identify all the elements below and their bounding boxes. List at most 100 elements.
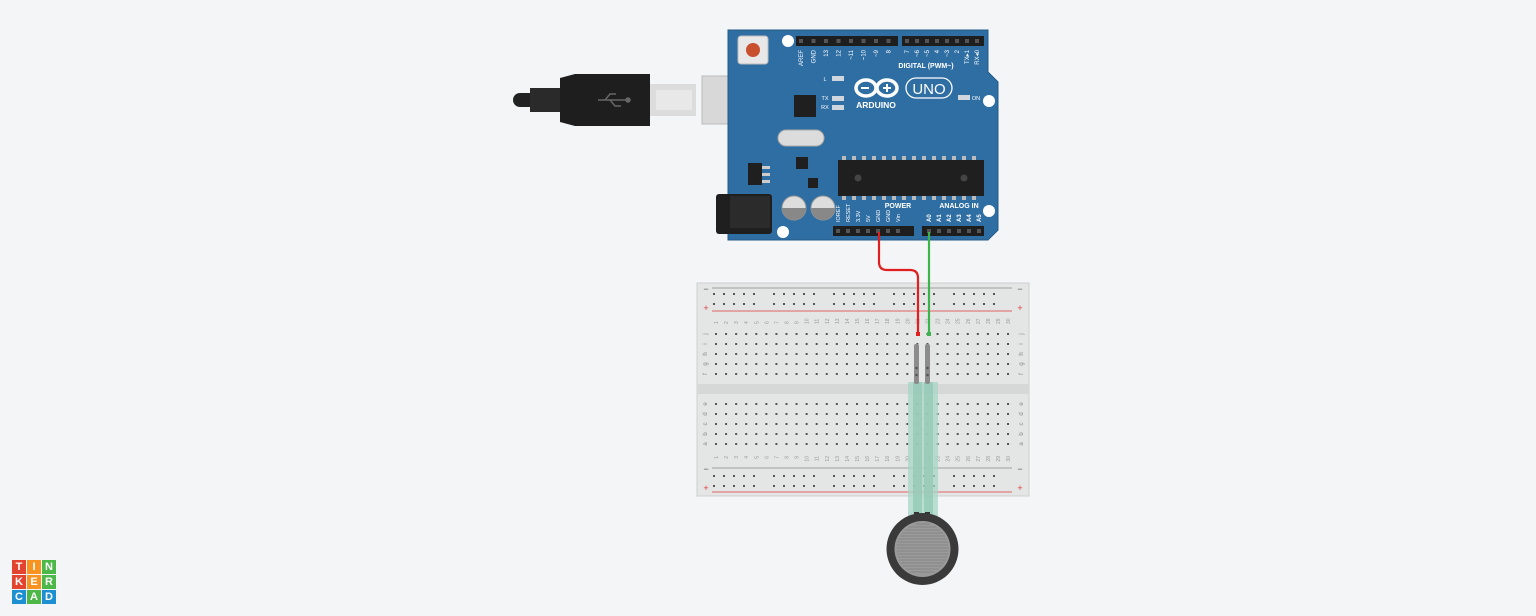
power-label: POWER xyxy=(885,203,911,210)
column-number-label: 19 xyxy=(895,318,901,324)
led-on xyxy=(958,95,970,100)
digital-header-label: DIGITAL (PWM~) xyxy=(898,63,953,70)
analog-header[interactable] xyxy=(922,226,984,236)
row-letter-label: f xyxy=(1019,373,1025,375)
column-number-label: 2 xyxy=(724,321,730,324)
column-number-label: 16 xyxy=(865,318,871,324)
analog-label: ANALOG IN xyxy=(939,203,978,210)
digital-pin-label: ~5 xyxy=(925,49,931,57)
column-number-label: 14 xyxy=(845,456,851,462)
column-number-label: 1 xyxy=(714,321,720,324)
header-pin[interactable] xyxy=(975,39,979,43)
small-chip xyxy=(796,157,808,169)
header-pin[interactable] xyxy=(935,39,939,43)
force-sensitive-resistor[interactable] xyxy=(886,344,959,585)
digital-header-left[interactable] xyxy=(796,36,898,46)
capacitor xyxy=(781,195,807,221)
row-letter-label: e xyxy=(1019,402,1025,406)
column-number-label: 12 xyxy=(825,456,831,462)
header-pin[interactable] xyxy=(965,39,969,43)
tinkercad-logo[interactable]: T I N K E R C A D xyxy=(12,560,56,604)
column-number-label: 8 xyxy=(784,321,790,324)
header-pin[interactable] xyxy=(876,229,880,233)
header-pin[interactable] xyxy=(945,39,949,43)
power-pin-label: GND xyxy=(876,210,882,222)
column-number-label: 29 xyxy=(996,318,1002,324)
logo-letter: N xyxy=(42,560,56,574)
led-rx-label: RX xyxy=(821,105,829,111)
logo-letter: D xyxy=(42,590,56,604)
power-pin-label: IOREF xyxy=(836,205,842,222)
row-letter-label: h xyxy=(703,352,709,355)
digital-pin-label: ~9 xyxy=(874,49,880,57)
header-pin[interactable] xyxy=(927,229,931,233)
wire-5v-red[interactable] xyxy=(877,232,920,334)
row-letter-label: h xyxy=(1019,352,1025,355)
digital-pin-label: GND xyxy=(812,49,818,63)
power-header[interactable] xyxy=(833,226,914,236)
header-pin[interactable] xyxy=(886,39,891,43)
header-pin[interactable] xyxy=(957,229,961,233)
atmega-chip xyxy=(838,156,984,200)
column-number-label: 26 xyxy=(966,456,972,462)
header-pin[interactable] xyxy=(896,229,900,233)
power-jack[interactable] xyxy=(716,194,772,234)
header-pin[interactable] xyxy=(925,39,929,43)
power-pin-label: RESET xyxy=(846,203,852,222)
row-letter-label: b xyxy=(1019,432,1025,436)
analog-pin-label: A1 xyxy=(937,214,943,222)
column-number-label: 11 xyxy=(815,456,821,461)
power-pin-label: 3.3V xyxy=(856,210,862,222)
header-pin[interactable] xyxy=(799,39,803,43)
header-pin[interactable] xyxy=(977,229,981,233)
column-number-label: 19 xyxy=(895,456,901,462)
digital-pin-label: ~10 xyxy=(862,49,868,60)
rail-plus-label: + xyxy=(1017,483,1022,493)
sensor-lead xyxy=(925,344,930,384)
mount-hole xyxy=(983,95,995,107)
header-pin[interactable] xyxy=(866,229,870,233)
column-number-label: 27 xyxy=(976,318,982,324)
header-pin[interactable] xyxy=(836,229,840,233)
column-number-label: 15 xyxy=(855,318,861,324)
rail-minus-label: − xyxy=(703,464,708,474)
digital-header-right[interactable] xyxy=(902,36,984,46)
header-pin[interactable] xyxy=(849,39,853,43)
header-pin[interactable] xyxy=(846,229,850,233)
mount-hole xyxy=(777,226,789,238)
row-letter-label: d xyxy=(703,412,709,415)
column-number-label: 4 xyxy=(744,321,750,324)
row-letter-label: c xyxy=(703,423,709,426)
digital-pin-label: 4 xyxy=(935,49,941,53)
digital-pin-label: ~3 xyxy=(945,49,951,57)
header-pin[interactable] xyxy=(824,39,828,43)
header-pin[interactable] xyxy=(874,39,878,43)
mount-hole xyxy=(983,205,995,217)
usb-chip xyxy=(794,95,816,117)
header-pin[interactable] xyxy=(856,229,860,233)
reset-button[interactable] xyxy=(737,35,769,65)
header-pin[interactable] xyxy=(861,39,866,43)
header-pin[interactable] xyxy=(967,229,971,233)
column-number-label: 28 xyxy=(986,318,992,324)
header-pin[interactable] xyxy=(905,39,909,43)
power-pin-label: Vin xyxy=(896,214,902,222)
header-pin[interactable] xyxy=(811,39,816,43)
row-letter-label: f xyxy=(703,373,709,375)
column-number-label: 7 xyxy=(774,456,780,459)
row-letter-label: j xyxy=(703,333,709,335)
column-number-label: 4 xyxy=(744,456,750,459)
header-pin[interactable] xyxy=(886,229,890,233)
header-pin[interactable] xyxy=(947,229,951,233)
header-pin[interactable] xyxy=(915,39,919,43)
row-letter-label: g xyxy=(1019,362,1025,365)
column-number-label: 15 xyxy=(855,456,861,462)
header-pin[interactable] xyxy=(955,39,959,43)
column-number-label: 13 xyxy=(835,456,841,462)
header-pin[interactable] xyxy=(836,39,841,43)
column-number-label: 5 xyxy=(754,456,760,459)
header-pin[interactable] xyxy=(937,229,941,233)
